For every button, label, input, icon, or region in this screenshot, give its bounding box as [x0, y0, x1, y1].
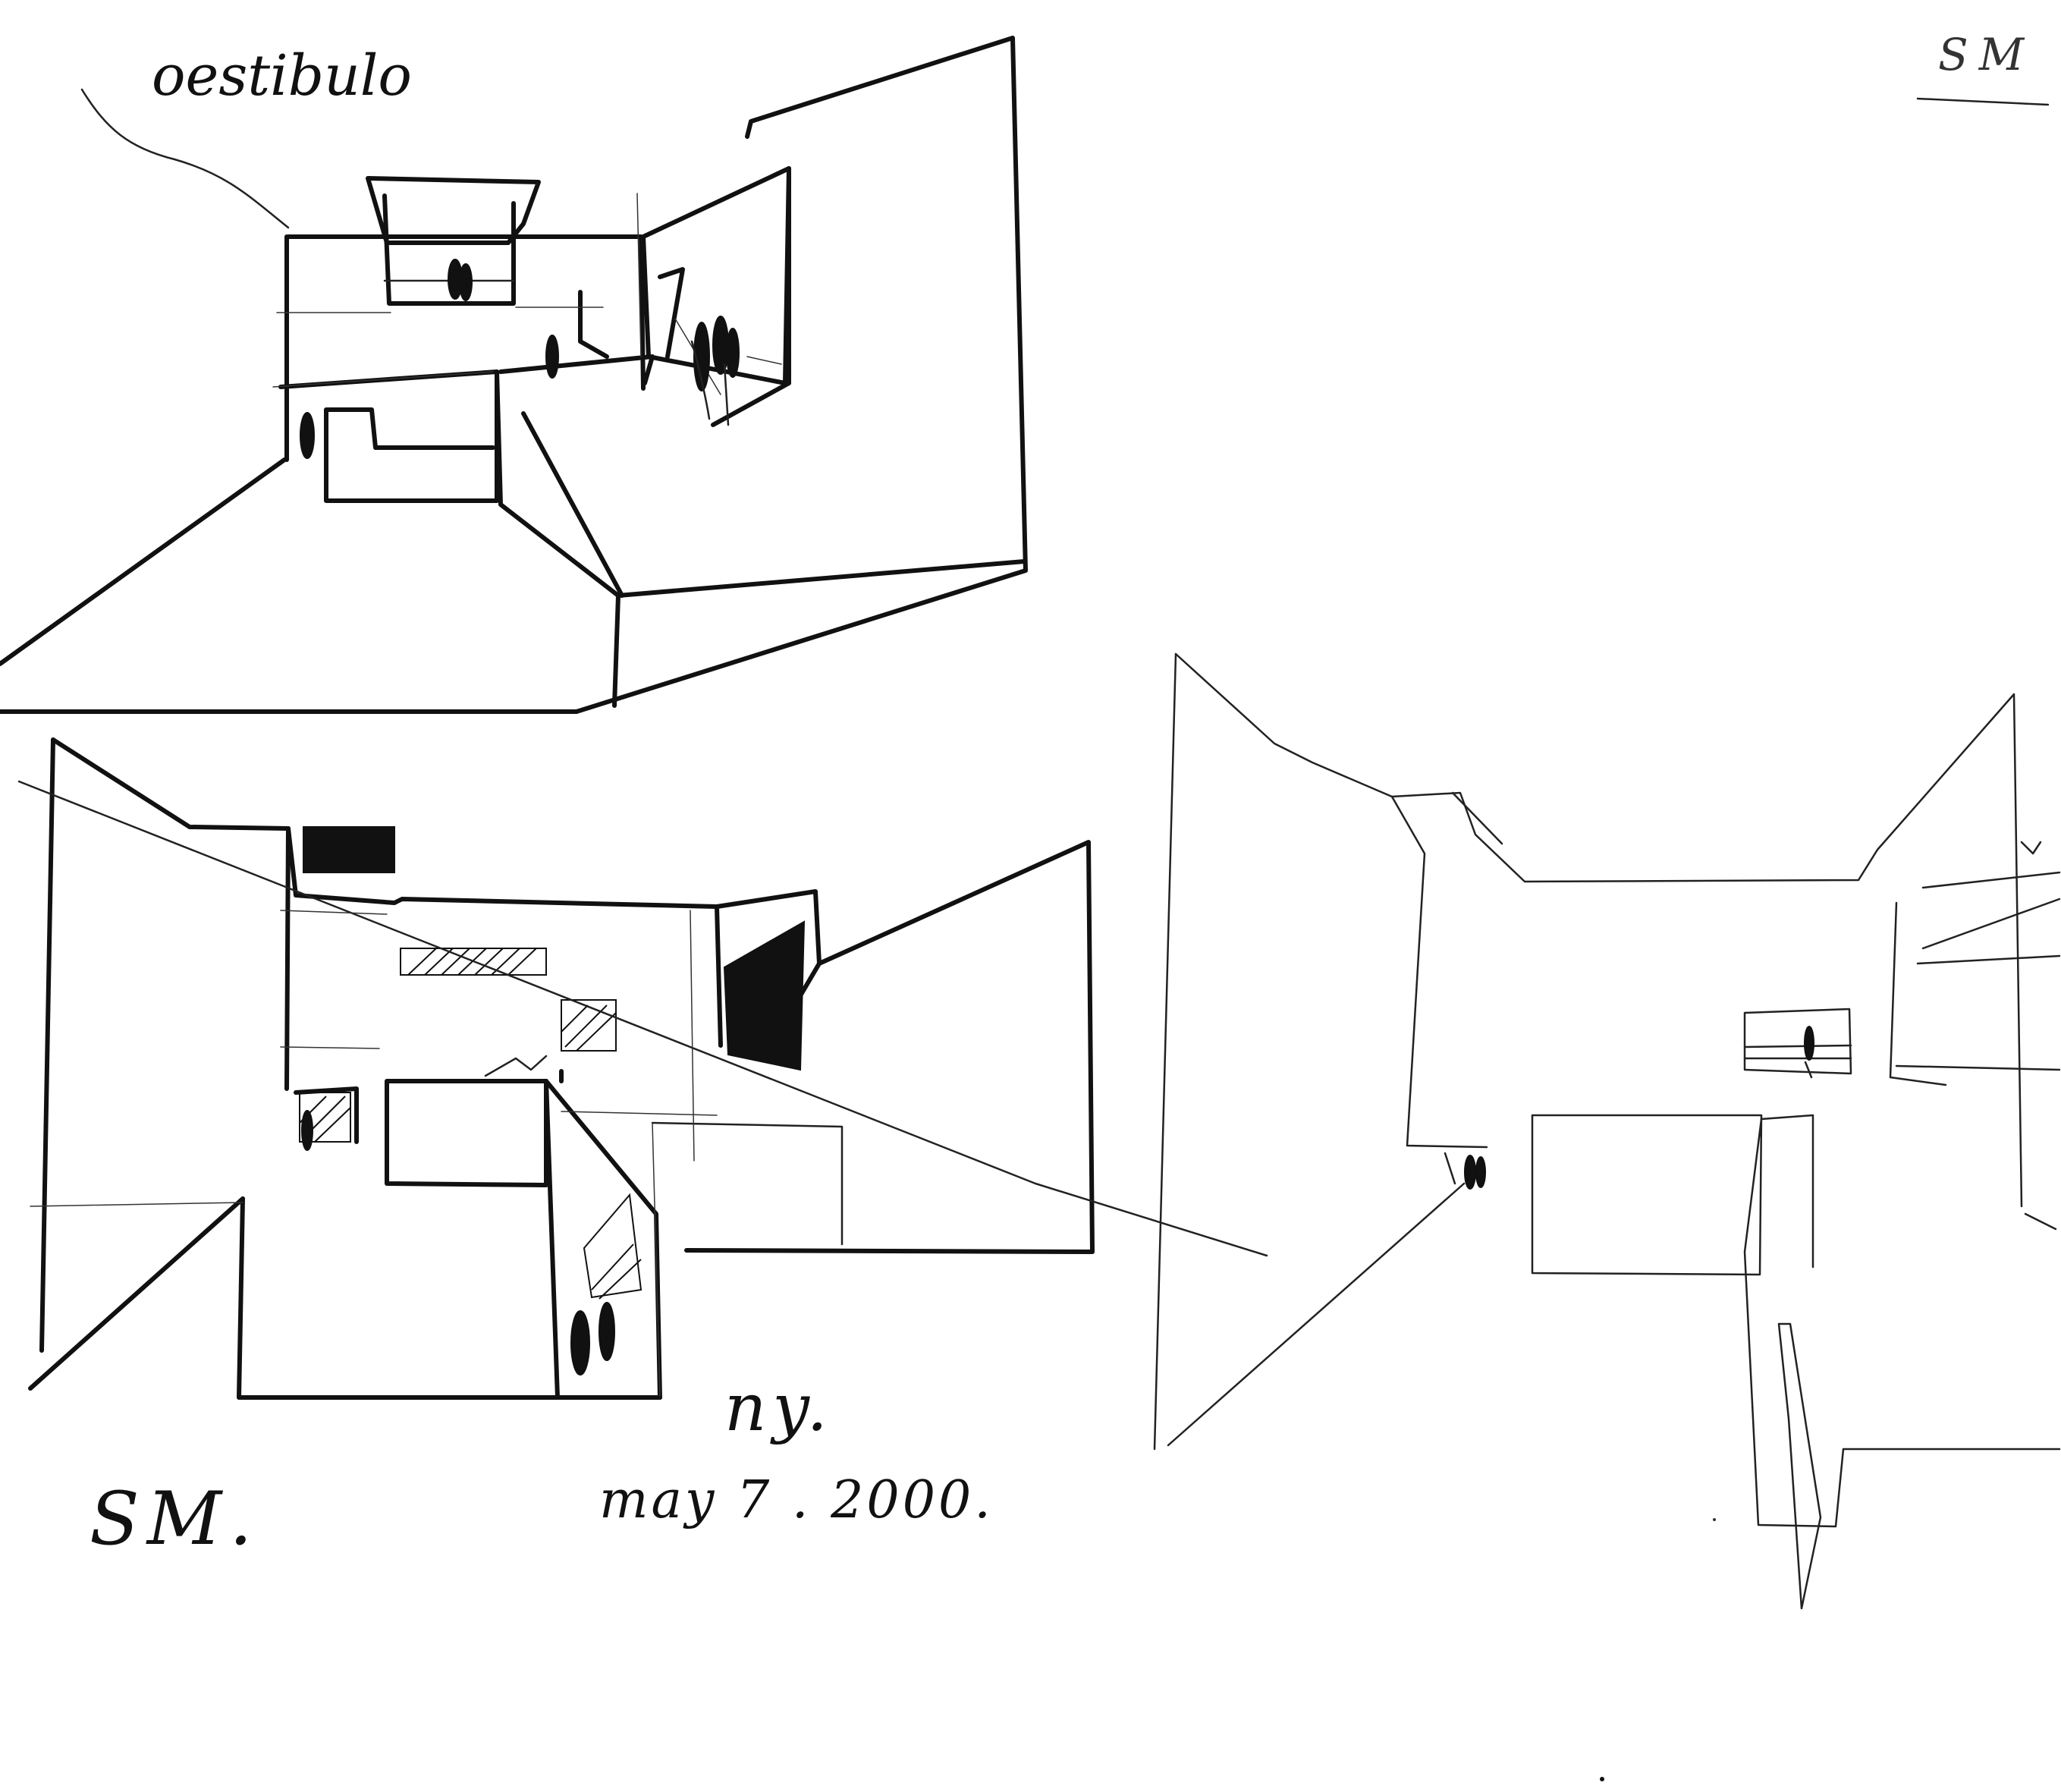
date-annotation: may 7 . 2000.: [599, 1470, 994, 1530]
paper-speck: [1600, 1777, 1604, 1781]
vestibule-perspective-top-left: [0, 36, 1028, 714]
corner-initials: SM: [1938, 29, 2034, 80]
corner-initials-underline: [1916, 97, 2050, 106]
scribble-mark: ny.: [724, 1370, 834, 1446]
title-flourish: [80, 88, 290, 229]
paper-speck: [1713, 1518, 1716, 1521]
signature-initials: SM.: [90, 1476, 260, 1561]
vestibule-perspective-bottom-left: [17, 737, 1268, 1400]
vestibule-perspective-right: [1153, 652, 2061, 1610]
title-annotation: oestibulo: [152, 43, 412, 108]
